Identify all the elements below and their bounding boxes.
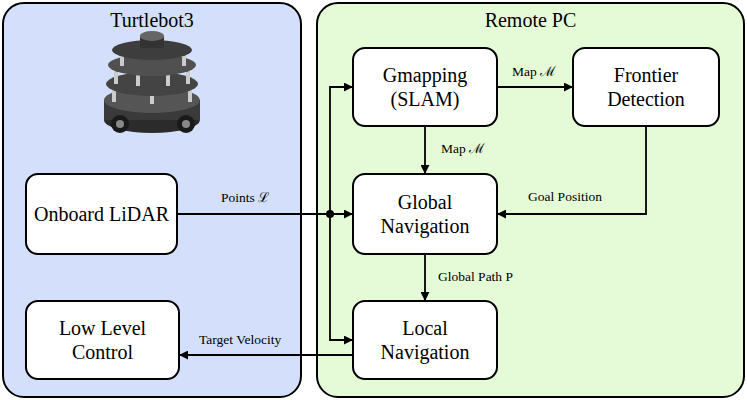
panel-heading: Turtlebot3	[4, 8, 300, 32]
process-box: Onboard LiDAR	[25, 173, 178, 255]
process-box: Gmapping (SLAM)	[352, 47, 498, 127]
box-label: Onboard LiDAR	[34, 202, 169, 226]
box-label: Frontier Detection	[580, 63, 712, 111]
edge-label: Goal Position	[528, 189, 602, 205]
edge-label: Map ℳ	[512, 64, 556, 80]
box-label: Local Navigation	[360, 316, 490, 364]
edge-label: Map ℳ	[441, 141, 485, 157]
edge-label: Points ℒ	[221, 190, 269, 206]
box-label: Global Navigation	[360, 190, 490, 238]
edge-label: Target Velocity	[199, 332, 281, 348]
panel-heading: Remote PC	[318, 8, 743, 32]
process-box: Frontier Detection	[572, 47, 720, 127]
process-box: Local Navigation	[352, 300, 498, 380]
process-box: Global Navigation	[352, 173, 498, 255]
box-label: Gmapping (SLAM)	[360, 63, 490, 111]
box-label: Low Level Control	[33, 316, 172, 364]
process-box: Low Level Control	[25, 300, 180, 380]
edge-label: Global Path P	[438, 269, 513, 285]
